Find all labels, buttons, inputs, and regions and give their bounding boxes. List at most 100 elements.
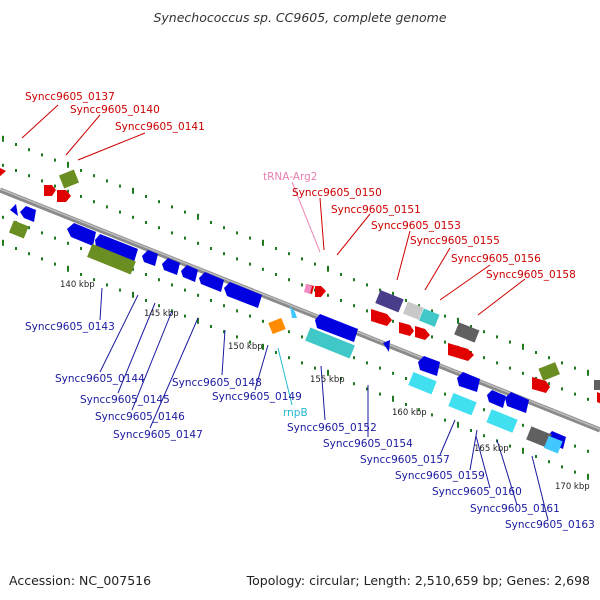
track-dot (483, 434, 485, 438)
track-dot (431, 413, 433, 417)
track-dot (106, 179, 108, 183)
gene-arrow (487, 390, 506, 408)
track-dot (275, 351, 277, 354)
track-dot (509, 366, 511, 370)
track-dot (366, 309, 368, 313)
track-dot (106, 205, 108, 209)
track-dot (301, 257, 303, 261)
leader-line (496, 439, 518, 506)
track-dot (249, 262, 251, 266)
leader-line (396, 230, 411, 281)
leader-line (475, 435, 491, 489)
forward-gene-label: Syncc9605_0153 (371, 220, 461, 232)
track-dot (340, 299, 342, 302)
forward-gene-label: Syncc9605_0158 (486, 269, 576, 281)
leader-line (439, 264, 491, 301)
gene-arrow (371, 309, 392, 326)
scale-tick-label: 140 kbp (60, 280, 95, 290)
gene-arrow (418, 356, 440, 376)
gene-arrow (224, 282, 262, 308)
track-dot (314, 262, 316, 266)
track-dot (392, 395, 394, 402)
gene-box (538, 362, 560, 381)
track-dot (509, 444, 511, 448)
track-dot (470, 325, 472, 328)
leader-line (131, 310, 173, 411)
track-dot (340, 377, 342, 380)
track-dot (509, 340, 511, 344)
gene-arrow (67, 223, 96, 246)
track-dot (353, 356, 355, 360)
track-dot (405, 377, 407, 380)
track-dot (184, 288, 186, 292)
track-dot (301, 335, 303, 339)
track-dot (522, 371, 524, 375)
track-dot (327, 293, 329, 297)
reverse-gene-label: Syncc9605_0161 (470, 503, 560, 515)
gene-arrow (142, 250, 158, 266)
track-dot (379, 288, 381, 292)
forward-gene-label: Syncc9605_0141 (115, 121, 205, 133)
scale-tick-label: 150 kbp (228, 342, 263, 352)
leader-line (424, 247, 451, 291)
gene-arrow (448, 343, 474, 361)
track-dot (275, 273, 277, 276)
gene-arrow (10, 204, 18, 216)
track-dot (171, 231, 173, 235)
track-dot (327, 265, 329, 272)
genome-title: Synechococcus sp. CC9605, complete genom… (153, 10, 447, 25)
track-dot (145, 273, 147, 276)
gene-box (8, 220, 29, 239)
forward-genes (0, 168, 600, 404)
gene-box (594, 380, 600, 390)
leader-line (531, 455, 549, 521)
gene-box (526, 426, 552, 448)
track-dot (418, 408, 420, 412)
gene-arrow (415, 326, 430, 340)
track-dot (223, 304, 225, 308)
track-dot (15, 247, 17, 250)
trna-leader-line (291, 181, 321, 253)
track-dot (262, 267, 264, 271)
leader-line (149, 317, 199, 429)
trna-label: tRNA-Arg2 (263, 171, 317, 183)
leader-line (99, 287, 103, 321)
genome-backbone (0, 187, 600, 433)
track-dot (366, 283, 368, 287)
scale-tick-label: 155 kbp (310, 375, 345, 385)
leader-line (221, 329, 226, 376)
track-dot (236, 257, 238, 261)
track-dot (353, 382, 355, 386)
track-dot (210, 221, 212, 224)
gene-box (448, 393, 477, 416)
forward-gene-label: Syncc9605_0155 (410, 235, 500, 247)
forward-features (58, 169, 600, 390)
track-dot (262, 319, 264, 323)
track-dot (275, 247, 277, 250)
track-dot (288, 278, 290, 282)
track-dot (54, 184, 56, 188)
track-dot (418, 304, 420, 308)
track-dot (457, 317, 459, 324)
track-dot (145, 221, 147, 224)
track-dot (54, 262, 56, 266)
track-dot (561, 465, 563, 469)
gene-arrow (315, 286, 326, 297)
track-dot (574, 444, 576, 448)
gene-arrow (532, 377, 550, 393)
gene-arrow (290, 306, 297, 318)
track-dot (54, 158, 56, 162)
reverse-gene-labels: Syncc9605_0143Syncc9605_0144Syncc9605_01… (25, 321, 595, 531)
reverse-gene-label: Syncc9605_0152 (287, 422, 377, 434)
track-dot (587, 397, 589, 401)
track-dot (171, 309, 173, 313)
track-dot (301, 283, 303, 287)
track-dot (15, 143, 17, 146)
forward-gene-label: Syncc9605_0156 (451, 253, 541, 265)
reverse-gene-label: Syncc9605_0159 (395, 470, 485, 482)
track-dot (392, 319, 394, 323)
track-dot (249, 236, 251, 240)
leader-line (439, 419, 456, 456)
leader-line (65, 114, 101, 156)
